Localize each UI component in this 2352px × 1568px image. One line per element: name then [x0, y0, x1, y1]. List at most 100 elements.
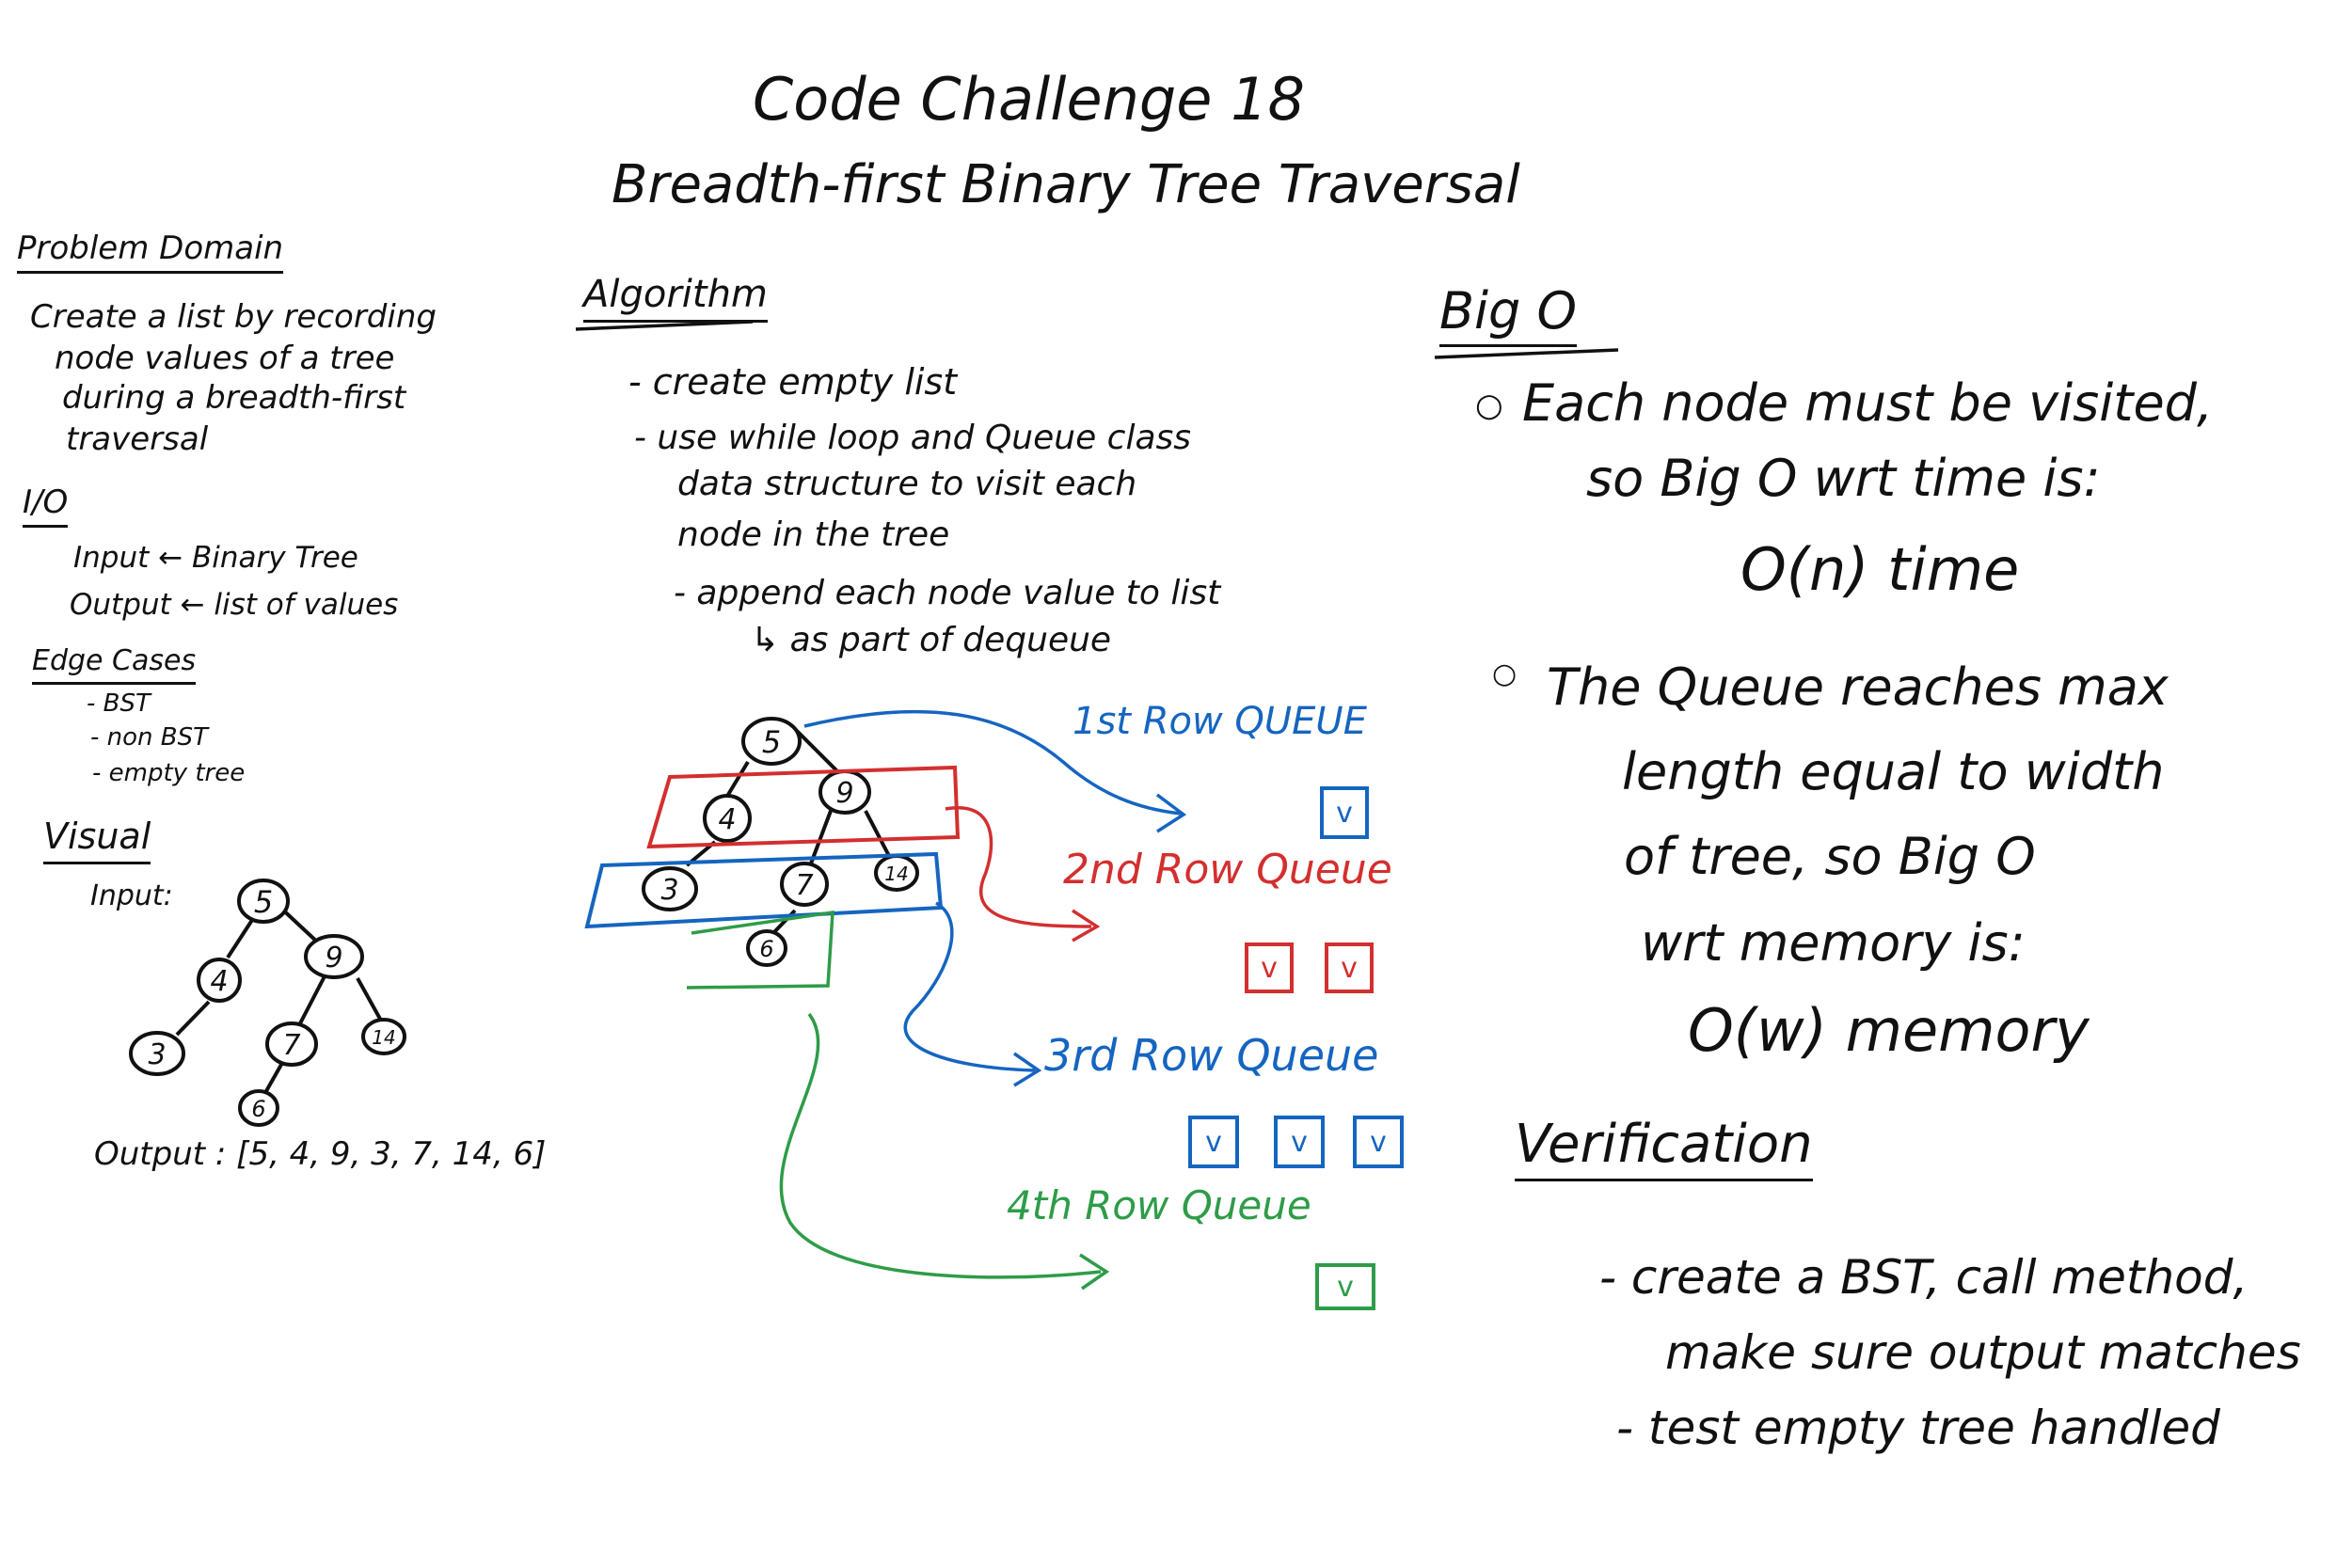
- queue-row-1-slots: [1320, 786, 1369, 839]
- row-3-arrowhead: [1013, 1052, 1042, 1087]
- visual-node-14: [361, 1018, 406, 1055]
- algo-node-6: [746, 929, 787, 967]
- queue-row-4-slot-1: [1315, 1263, 1375, 1310]
- big-o-point2-line-2: length equal to width: [1622, 742, 2165, 801]
- problem-domain-line-1: Create a list by recording: [30, 298, 437, 336]
- verification-heading: Verification: [1515, 1114, 1813, 1182]
- algorithm-step-6: ↳ as part of dequeue: [751, 621, 1112, 659]
- io-input: Input ← Binary Tree: [73, 541, 358, 575]
- queue-row-3-slots: [1188, 1116, 1404, 1168]
- queue-row-4-slots: [1315, 1263, 1375, 1310]
- visual-edge-9-7: [297, 975, 326, 1026]
- queue-row-4-slot-1-mark: v: [1337, 1271, 1354, 1304]
- queue-row-2-slot-2: [1325, 942, 1374, 993]
- visual-output: Output : [5, 4, 9, 3, 7, 14, 6]: [94, 1135, 547, 1173]
- big-o-underline: [1434, 348, 1619, 359]
- queue-row-3-label: 3rd Row Queue: [1044, 1030, 1379, 1081]
- algorithm-step-1: - create empty list: [628, 361, 958, 403]
- visual-edge-5-4: [226, 915, 256, 959]
- algorithm-heading: Algorithm: [583, 273, 768, 323]
- row-4-arrowhead: [1079, 1253, 1110, 1291]
- row-2-arrow: [945, 805, 1092, 928]
- queue-row-2-slot-1-mark: v: [1261, 952, 1278, 985]
- big-o-point1-line-3: O(n) time: [1740, 535, 2020, 604]
- io-output: Output ← list of values: [70, 588, 399, 622]
- big-o-point1-line-2: so Big O wrt time is:: [1586, 449, 2101, 508]
- problem-domain-line-3: during a breadth-first: [62, 379, 406, 417]
- algo-node-3: [642, 866, 698, 911]
- row-3-arrow: [903, 901, 1036, 1072]
- big-o-point2-line-4: wrt memory is:: [1641, 913, 2026, 973]
- algorithm-step-5: - append each node value to list: [674, 574, 1221, 612]
- verification-line-2: make sure output matches: [1665, 1325, 2301, 1380]
- visual-node-5-label: 5: [254, 884, 273, 920]
- row-2-arrowhead: [1072, 909, 1101, 942]
- algo-node-5-label: 5: [762, 724, 781, 760]
- algo-node-9-label: 9: [835, 777, 853, 810]
- io-heading: I/O: [23, 483, 69, 529]
- visual-node-4: [197, 958, 242, 1003]
- big-o-point2-line-1: The Queue reaches max: [1547, 657, 2169, 717]
- algo-node-6-label: 6: [759, 936, 773, 962]
- algorithm-underline: [575, 320, 754, 331]
- queue-row-4-label: 4th Row Queue: [1007, 1182, 1311, 1228]
- queue-row-2-slot-2-mark: v: [1341, 952, 1358, 985]
- algo-node-5: [741, 717, 802, 766]
- row-2-box: [646, 765, 961, 849]
- queue-row-3-slot-1-mark: v: [1205, 1126, 1222, 1159]
- visual-node-7: [265, 1022, 318, 1067]
- algorithm-step-2: - use while loop and Queue class: [634, 419, 1192, 457]
- algo-edge-9-7: [809, 810, 833, 864]
- verification-line-1: - create a BST, call method,: [1599, 1250, 2249, 1305]
- title-line-1: Code Challenge 18: [753, 65, 1306, 134]
- queue-row-2-label: 2nd Row Queue: [1063, 846, 1392, 894]
- title-line-2: Breadth-first Binary Tree Traversal: [612, 154, 1520, 215]
- visual-node-9-label: 9: [325, 942, 342, 974]
- algo-edge-9-14: [864, 810, 891, 857]
- algo-node-4-label: 4: [718, 803, 736, 836]
- algo-tree-nodes: [642, 717, 919, 967]
- visual-heading: Visual: [43, 816, 151, 864]
- algo-edge-5-4: [724, 760, 750, 800]
- problem-domain-line-2: node values of a tree: [55, 340, 395, 377]
- verification-line-3: - test empty tree handled: [1616, 1401, 2220, 1455]
- edge-case-2: - non BST: [90, 723, 208, 752]
- big-o-point2-line-3: of tree, so Big O: [1624, 827, 2036, 886]
- algo-tree-edges: [685, 727, 891, 935]
- visual-node-4-label: 4: [210, 965, 228, 998]
- visual-tree-nodes: [129, 879, 406, 1127]
- visual-node-3-label: 3: [148, 1038, 166, 1071]
- visual-node-5: [237, 879, 290, 924]
- big-o-bullet-1: ○: [1475, 387, 1503, 424]
- edge-cases-heading: Edge Cases: [32, 644, 197, 685]
- visual-node-6: [238, 1089, 279, 1127]
- algo-edge-5-9: [793, 727, 839, 773]
- row-4-arrow: [779, 1012, 1102, 1279]
- visual-node-7-label: 7: [282, 1029, 300, 1062]
- edge-case-3: - empty tree: [92, 759, 246, 787]
- big-o-heading: Big O: [1439, 281, 1577, 348]
- queue-row-1-label: 1st Row QUEUE: [1073, 700, 1367, 743]
- visual-edge-7-6: [264, 1062, 284, 1092]
- visual-input-label: Input:: [90, 879, 173, 912]
- visual-node-9: [304, 934, 364, 979]
- algo-node-14-label: 14: [884, 863, 908, 885]
- visual-node-14-label: 14: [372, 1026, 395, 1049]
- visual-edge-4-3: [175, 1000, 211, 1037]
- problem-domain-line-4: traversal: [66, 420, 209, 458]
- algorithm-step-3: data structure to visit each: [677, 465, 1137, 503]
- algo-node-4: [703, 794, 752, 843]
- queue-row-1-slot-1: [1320, 786, 1369, 839]
- big-o-bullet-2: ○: [1492, 657, 1518, 690]
- queue-row-3-slot-2: [1274, 1116, 1325, 1168]
- problem-domain-heading: Problem Domain: [17, 230, 284, 275]
- visual-edge-9-14: [356, 977, 383, 1022]
- big-o-point2-line-5: O(w) memory: [1688, 996, 2090, 1065]
- row-4-box: [686, 910, 834, 990]
- queue-row-3-slot-3: [1353, 1116, 1404, 1168]
- algo-node-3-label: 3: [660, 874, 678, 907]
- algorithm-step-4: node in the tree: [677, 515, 950, 554]
- queue-row-3-slot-2-mark: v: [1291, 1126, 1308, 1159]
- queue-row-3-slot-1: [1188, 1116, 1239, 1168]
